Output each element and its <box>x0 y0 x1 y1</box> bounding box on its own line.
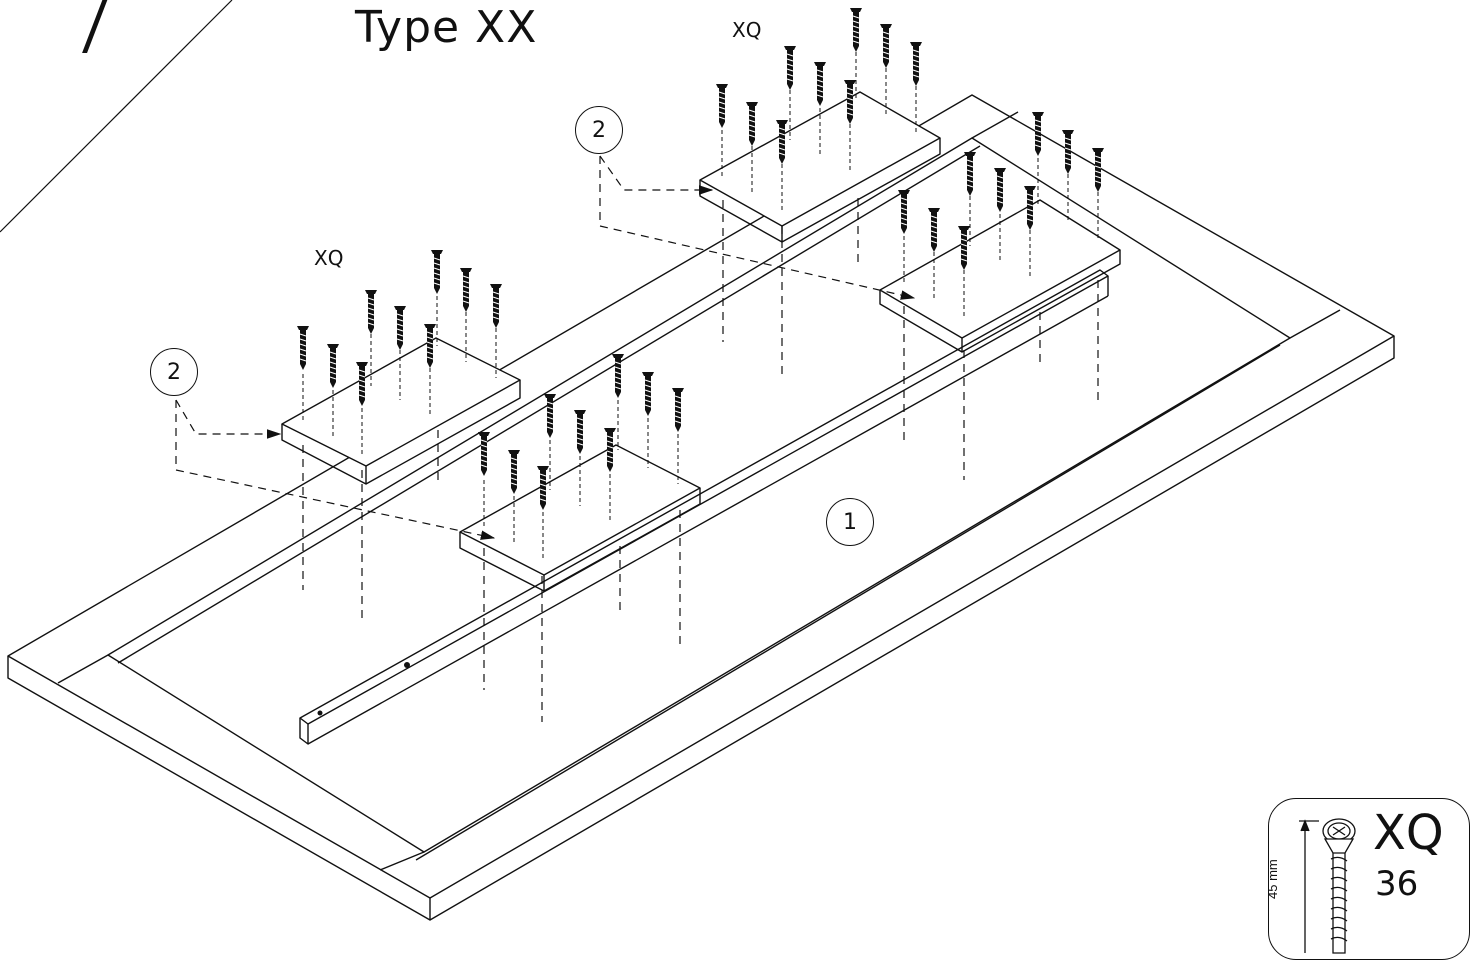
mount-plate-center <box>459 444 701 592</box>
screw-label-left: XQ <box>314 246 344 270</box>
callout-part-2-top: 2 <box>575 106 623 154</box>
callout-part-1-frame: 1 <box>826 498 874 546</box>
step-number: 7 <box>62 0 124 76</box>
diagram-title: Type XX <box>355 2 538 53</box>
screw-icon <box>1299 818 1356 954</box>
assembly-drawing <box>0 0 1395 921</box>
callout-leaders <box>175 155 916 540</box>
alignment-lines <box>302 198 1099 722</box>
screw-label-top: XQ <box>732 18 762 42</box>
screw-group-top <box>715 7 923 212</box>
screw-group-right <box>897 111 1105 318</box>
callout-part-2-left: 2 <box>150 348 198 396</box>
hardware-legend: 45 mm XQ 36 <box>1265 798 1470 960</box>
screw-group-center <box>477 353 685 560</box>
screw-length-label: 45 mm <box>1265 859 1280 899</box>
step-divider-line <box>0 0 233 233</box>
mount-plate-left <box>281 337 521 485</box>
screw-code: XQ <box>1373 805 1444 861</box>
mount-plate-right <box>879 199 1121 353</box>
screw-group-left <box>296 249 503 456</box>
screw-quantity: 36 <box>1375 864 1419 904</box>
